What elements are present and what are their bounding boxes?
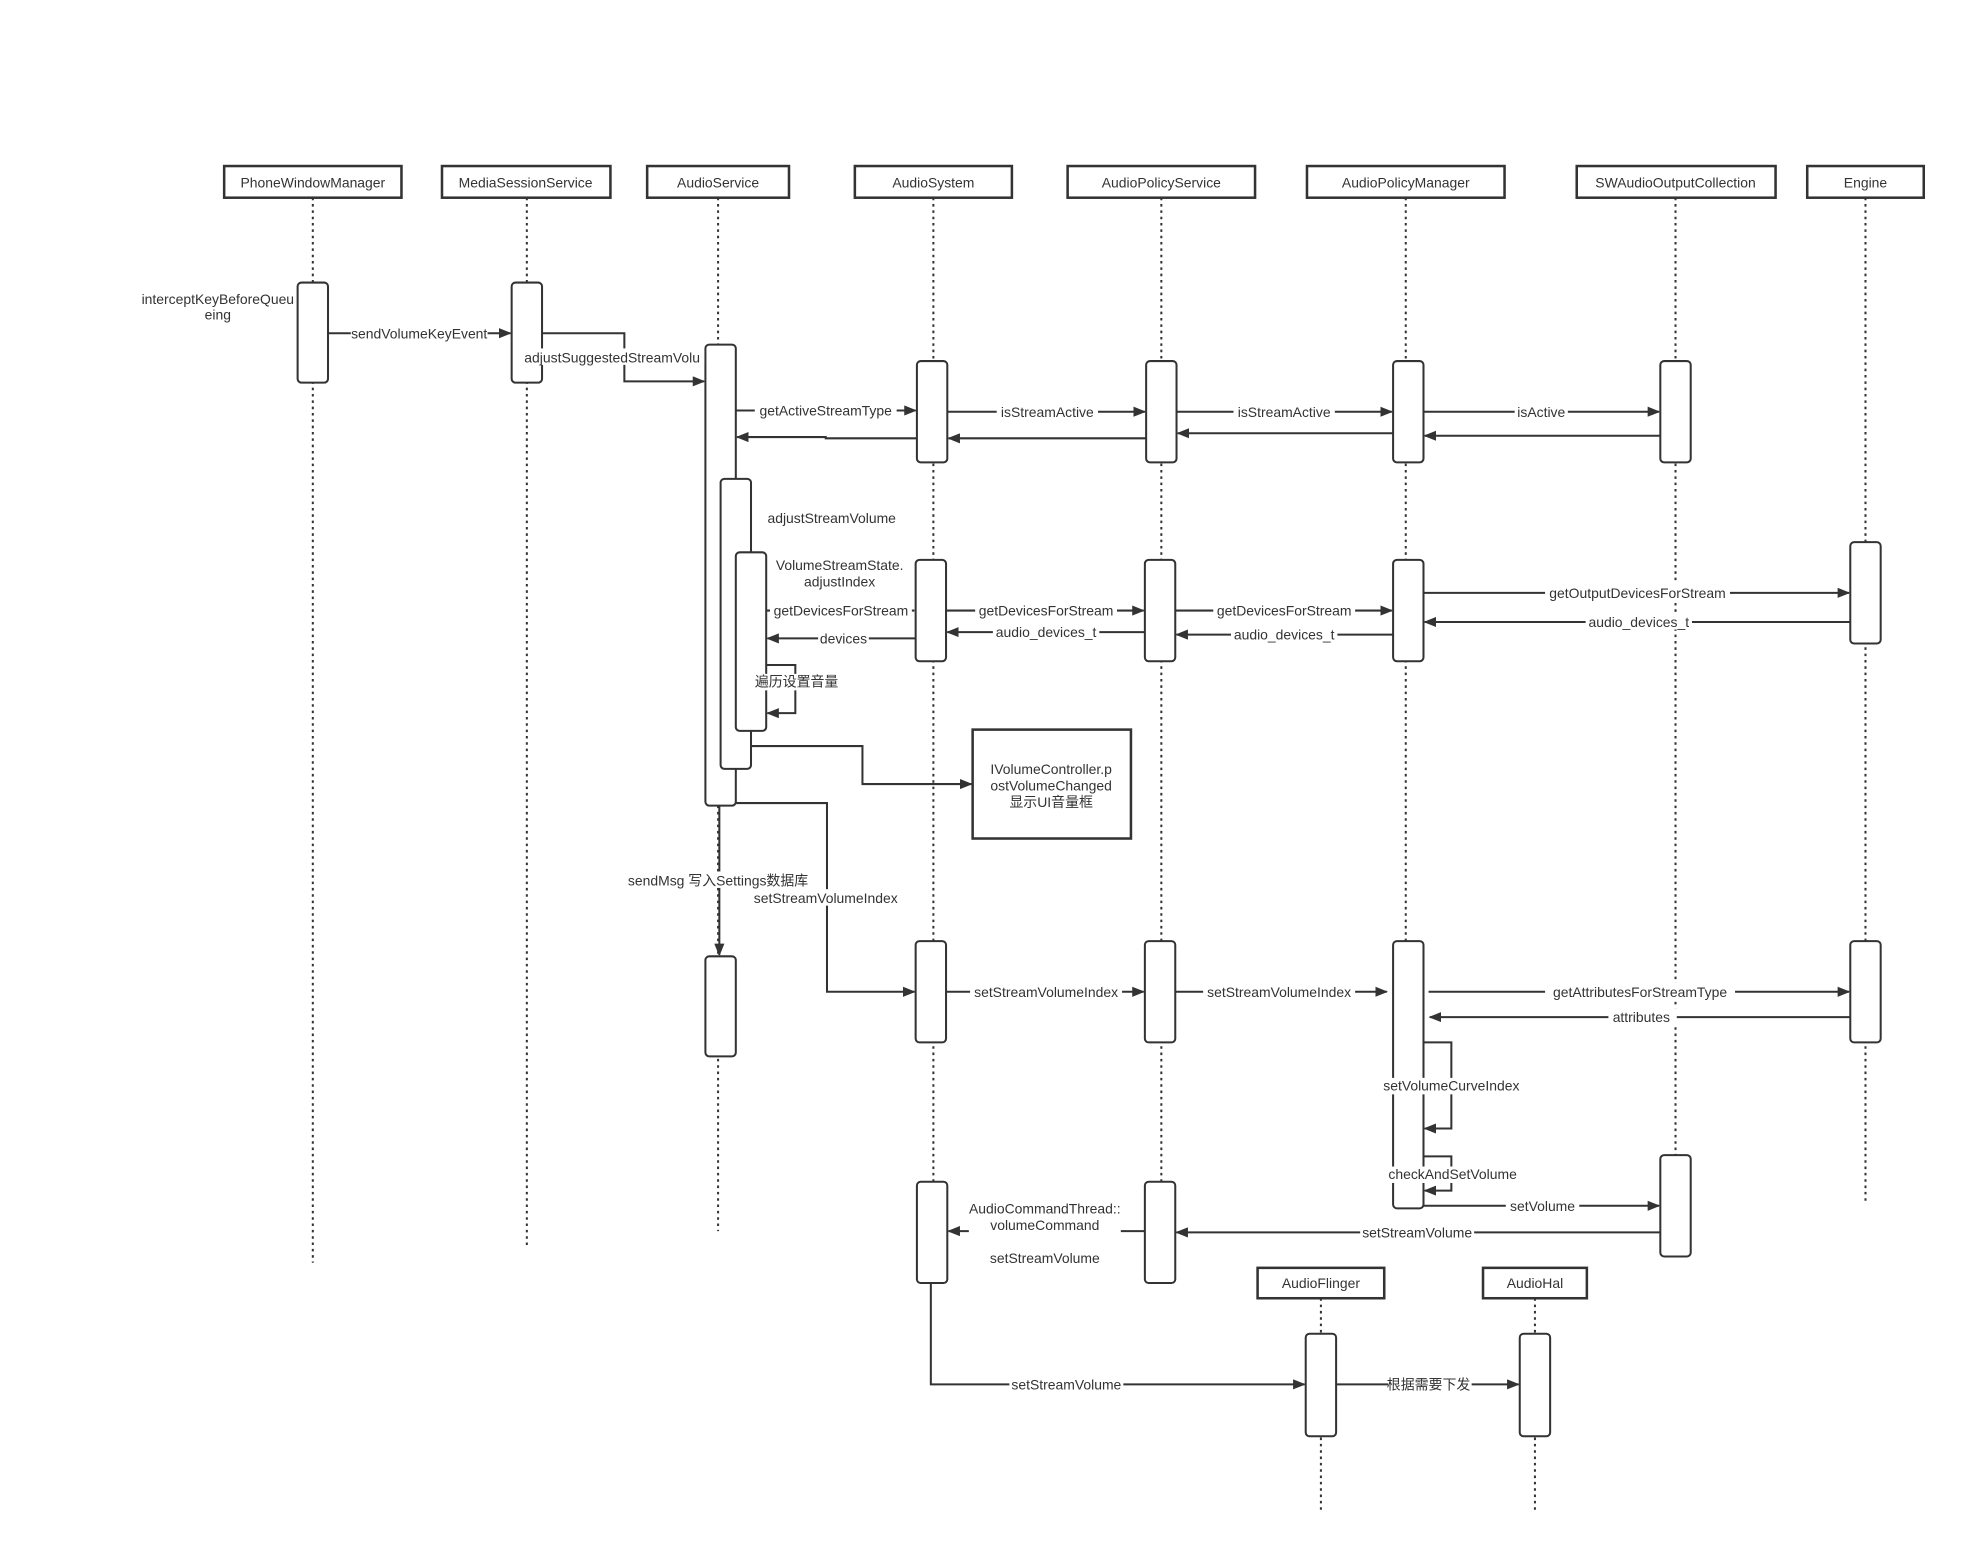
participant-phonewindowmanager: PhoneWindowManager (222, 164, 403, 199)
message-is-stream-active-1: isStreamActive (947, 402, 1147, 444)
message-set-stream-volume-1: setStreamVolume (1175, 1223, 1661, 1240)
message-adjust-suggested-stream-volume: adjustSuggestedStreamVolu (521, 332, 706, 387)
message-send-volume-key-event: sendVolumeKeyEvent (328, 324, 512, 341)
message-label: audio_devices_t (996, 624, 1097, 640)
message-label: audio_devices_t (1588, 614, 1689, 630)
message-get-output-devices-for-stream: getOutputDevicesForStream audio_devices_… (1423, 583, 1851, 630)
message-get-devices-for-stream-3: getDevicesForStream audio_devices_t (1175, 601, 1394, 643)
message-traverse-set-volume: 遍历设置音量 (755, 664, 839, 719)
message-check-and-set-volume: checkAndSetVolume (1384, 1155, 1522, 1196)
message-label: sendMsg 写入Settings数据库 (628, 872, 808, 888)
participant-label: AudioPolicyService (1102, 175, 1221, 191)
participant-label: MediaSessionService (459, 175, 593, 191)
message-get-devices-for-stream-2: getDevicesForStream audio_devices_t (946, 601, 1145, 640)
message-get-active-stream-type: getActiveStreamType (735, 401, 917, 443)
message-label: getAttributesForStreamType (1553, 984, 1727, 1000)
label-intercept-key-2: eing (205, 306, 231, 322)
message-is-active: isActive (1423, 402, 1661, 441)
message-label: 根据需要下发 (1387, 1376, 1471, 1392)
message-set-volume: setVolume (1423, 1196, 1661, 1214)
message-label: setStreamVolume (990, 1250, 1100, 1266)
message-is-stream-active-2: isStreamActive (1176, 402, 1394, 439)
label-adjust-index-1: VolumeStreamState. (776, 557, 904, 573)
participant-audiosystem: AudioSystem (853, 164, 1014, 199)
message-label: isStreamActive (1238, 404, 1331, 420)
message-audio-command-thread: AudioCommandThread:: volumeCommand setSt… (947, 1200, 1145, 1266)
note-ivolumecontroller: IVolumeController.p ostVolumeChanged 显示U… (971, 728, 1133, 840)
message-set-stream-volume-index-1: setStreamVolumeIndex (735, 802, 916, 997)
message-label: setStreamVolume (1011, 1376, 1121, 1392)
label-intercept-key-1: interceptKeyBeforeQueu (142, 291, 294, 307)
participant-audiopolicyservice: AudioPolicyService (1066, 164, 1257, 199)
message-label: setVolume (1510, 1198, 1575, 1214)
message-get-devices-for-stream-1: getDevicesForStream devices (766, 601, 916, 646)
message-set-stream-volume-2: setStreamVolume (929, 1283, 1306, 1392)
message-label: attributes (1613, 1009, 1670, 1025)
message-label: getDevicesForStream (774, 603, 909, 619)
message-label: setStreamVolumeIndex (754, 890, 898, 906)
message-label: adjustSuggestedStreamVolu (524, 349, 700, 365)
message-label: checkAndSetVolume (1388, 1166, 1517, 1182)
message-label: sendVolumeKeyEvent (351, 325, 487, 341)
participant-label: AudioFlinger (1282, 1275, 1361, 1291)
message-label: isActive (1517, 404, 1565, 420)
message-label: getOutputDevicesForStream (1549, 585, 1725, 601)
participant-audioservice: AudioService (645, 164, 791, 199)
participant-label: SWAudioOutputCollection (1595, 175, 1755, 191)
participant-audiopolicymanager: AudioPolicyManager (1305, 164, 1506, 199)
message-send-msg: sendMsg 写入Settings数据库 (628, 805, 810, 957)
message-label: audio_devices_t (1234, 627, 1335, 643)
message-post-volume-changed (751, 745, 973, 790)
note-line: IVolumeController.p (990, 761, 1112, 777)
participant-label: AudioService (677, 175, 759, 191)
participant-audioflinger: AudioFlinger (1256, 1266, 1386, 1300)
message-set-stream-volume-index-2: setStreamVolumeIndex (946, 982, 1145, 1000)
message-label: setStreamVolume (1362, 1224, 1472, 1240)
participant-label: AudioHal (1507, 1275, 1564, 1291)
message-label: getActiveStreamType (760, 403, 893, 419)
message-label: setVolumeCurveIndex (1383, 1078, 1519, 1094)
label-adjust-stream-volume: adjustStreamVolume (767, 510, 896, 526)
message-label: volumeCommand (990, 1217, 1099, 1233)
message-label: setStreamVolumeIndex (974, 984, 1118, 1000)
label-adjust-index-2: adjustIndex (804, 573, 875, 589)
message-label: getDevicesForStream (979, 603, 1114, 619)
lifelines (311, 197, 1867, 1514)
message-label: AudioCommandThread:: (969, 1200, 1121, 1216)
participant-label: AudioSystem (892, 175, 974, 191)
participant-label: Engine (1844, 175, 1888, 191)
note-line: 显示UI音量框 (1009, 794, 1093, 810)
message-label: 遍历设置音量 (755, 674, 839, 690)
message-label: getDevicesForStream (1217, 603, 1352, 619)
message-set-volume-curve-index: setVolumeCurveIndex (1377, 1041, 1525, 1134)
participant-engine: Engine (1805, 164, 1926, 199)
participant-label: PhoneWindowManager (240, 175, 385, 191)
note-line: ostVolumeChanged (990, 777, 1112, 793)
message-set-stream-volume-index-3: setStreamVolumeIndex (1175, 982, 1389, 1000)
message-label: devices (820, 630, 867, 646)
message-label: setStreamVolumeIndex (1207, 984, 1351, 1000)
participant-swaudiooutputcollection: SWAudioOutputCollection (1575, 164, 1777, 199)
participant-mediasessionservice: MediaSessionService (440, 164, 612, 199)
participant-audiohal: AudioHal (1481, 1266, 1589, 1300)
participant-label: AudioPolicyManager (1342, 175, 1470, 191)
message-label: isStreamActive (1001, 404, 1094, 420)
message-dispatch-as-needed: 根据需要下发 (1336, 1375, 1520, 1392)
message-get-attributes-for-stream-type: getAttributesForStreamType attributes (1428, 982, 1851, 1025)
